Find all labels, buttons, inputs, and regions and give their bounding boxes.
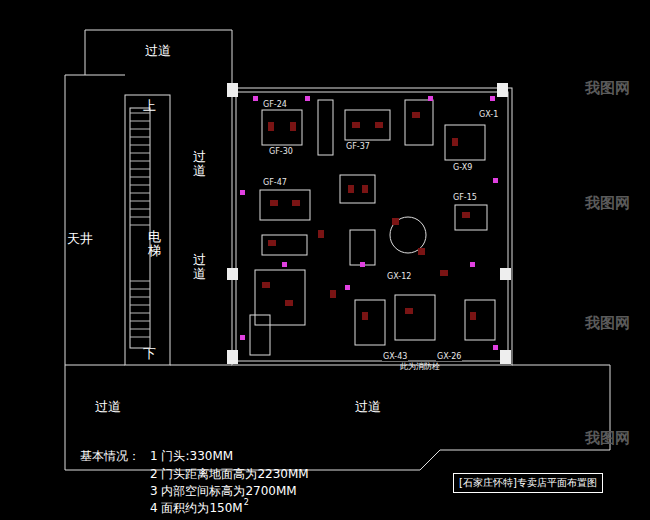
plan-label: 过道 [95, 400, 121, 415]
furniture-code: GF-24 [262, 100, 288, 109]
plan-label: 1 门头:330MM [150, 450, 233, 464]
title-box: [石家庄怀特]专卖店平面布置图 [453, 473, 603, 493]
watermark: 我图网 [585, 80, 630, 97]
plan-label: 上 [143, 99, 156, 114]
furniture-code: G-X9 [452, 163, 473, 172]
title-text: [石家庄怀特]专卖店平面布置图 [459, 476, 597, 490]
plan-label: 此为消防栓 [400, 362, 440, 371]
plan-label: 基本情况： [80, 450, 140, 464]
furniture-code: GX-43 [382, 352, 408, 361]
furniture-code: GF-47 [262, 178, 288, 187]
plan-label: 过道 [355, 400, 381, 415]
furniture-code: GF-15 [452, 193, 478, 202]
plan-label: 过道 [193, 253, 206, 282]
watermark: 我图网 [585, 430, 630, 447]
plan-label: 3 内部空间标高为2700MM [150, 485, 297, 499]
furniture-code: GF-30 [268, 147, 294, 156]
furniture-code: GX-12 [386, 272, 412, 281]
plan-label: 天井 [67, 232, 93, 247]
plan-label: 电梯 [148, 230, 161, 259]
furniture-code: GX-1 [478, 110, 499, 119]
plan-label: 过道 [193, 150, 206, 179]
watermark: 我图网 [585, 315, 630, 332]
watermark: 我图网 [585, 195, 630, 212]
plan-label: 下 [143, 347, 156, 362]
plan-label: 2 门头距离地面高为2230MM [150, 468, 309, 482]
plan-label: 4 面积约为150M [150, 502, 243, 516]
plan-label: 2 [244, 498, 249, 507]
plan-label: 过道 [145, 44, 171, 59]
furniture-code: GX-26 [436, 352, 462, 361]
furniture-code: GF-37 [345, 142, 371, 151]
